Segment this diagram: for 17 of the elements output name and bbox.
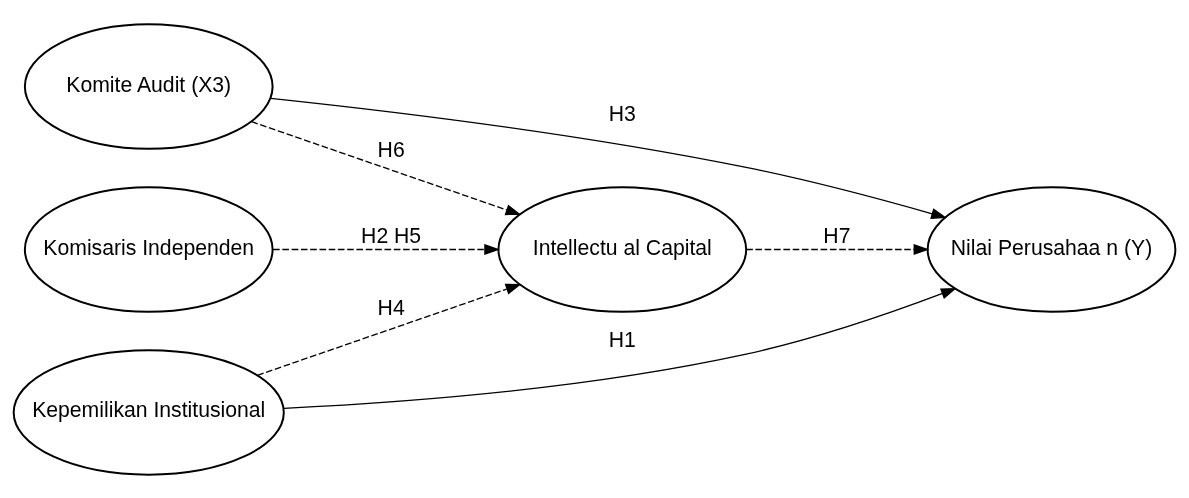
arrow — [270, 97, 947, 219]
arrow — [283, 287, 957, 409]
arrow — [272, 243, 501, 255]
arrow — [745, 243, 930, 255]
node-ellipse: Komisaris Independen — [23, 185, 274, 313]
edge-label: H3 — [608, 101, 636, 125]
edge-label: H2 H5 — [361, 223, 422, 247]
node-ellipse: Intellectu al Capital — [497, 185, 748, 313]
edge-label: H7 — [823, 223, 851, 247]
node-ellipse: Nilai Perusahaa n (Y) — [926, 185, 1177, 313]
arrow — [251, 120, 522, 215]
edge-label: H1 — [608, 327, 636, 351]
edge-label: H6 — [377, 137, 405, 161]
node-ellipse: Kepemilikan Institusional — [12, 348, 285, 476]
arrow — [256, 283, 522, 376]
edge-label: H4 — [377, 295, 405, 319]
node-ellipse: Komite Audit (X3) — [23, 22, 274, 150]
